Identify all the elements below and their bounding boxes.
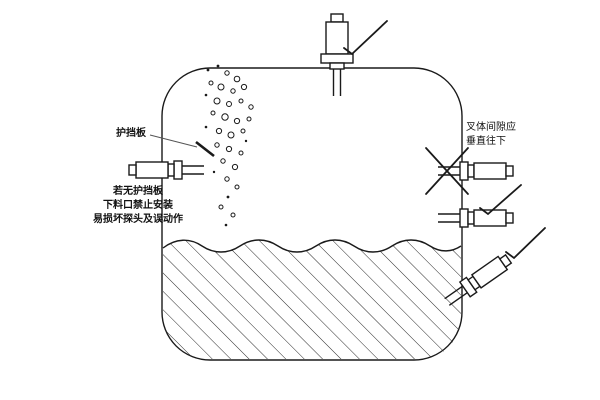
fork-note-line-2: 垂直往下 <box>466 134 506 147</box>
warning-line-2: 下料口禁止安装 <box>103 198 173 211</box>
baffle-label: 护挡板 <box>116 126 147 139</box>
liquid-hatch-fill <box>163 240 461 359</box>
fork-note-line-1: 叉体间隙应 <box>466 120 516 133</box>
right-middle-sensor-check-mark-icon <box>479 184 522 216</box>
top-sensor-check-mark-icon <box>343 20 388 56</box>
liquid-surface-wave <box>162 239 462 253</box>
warning-line-3: 易损坏探头及误动作 <box>93 212 183 225</box>
left-warning-text: 若无护挡板 下料口禁止安装 易损坏探头及误动作 <box>93 184 183 225</box>
right-bottom-sensor-check-mark-icon <box>505 227 546 260</box>
protective-baffle <box>195 140 215 158</box>
falling-material-bubbles <box>204 64 254 227</box>
top-level-sensor <box>320 13 354 96</box>
fork-orientation-note: 叉体间隙应 垂直往下 <box>466 120 516 147</box>
right-upper-sensor-x-mark-icon <box>425 147 469 195</box>
warning-line-1: 若无护挡板 <box>112 184 164 197</box>
baffle-leader-line <box>149 134 198 148</box>
